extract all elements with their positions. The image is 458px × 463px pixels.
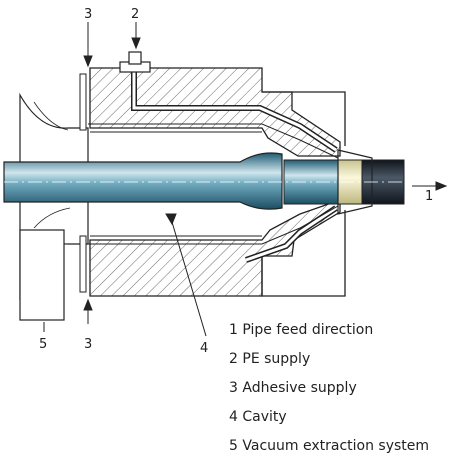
- callout-4: 4: [200, 341, 208, 356]
- adhesive-supply-plates: [79, 73, 339, 293]
- callout-3-bottom: 3: [84, 337, 92, 352]
- legend-item-vacuum-extraction-system: 5 Vacuum extraction system: [229, 432, 429, 461]
- callout-3-top: 3: [84, 7, 92, 22]
- legend-item-pe-supply: 2 PE supply: [229, 345, 429, 374]
- legend-text: Adhesive supply: [242, 380, 357, 396]
- legend-text: Vacuum extraction system: [242, 438, 430, 454]
- legend-number: 2: [229, 351, 238, 367]
- callout-2: 2: [131, 7, 139, 22]
- legend-text: Cavity: [242, 409, 287, 425]
- legend-number: 4: [229, 409, 238, 425]
- die-body-upper: [89, 51, 346, 157]
- legend-text: Pipe feed direction: [242, 322, 374, 338]
- callout-5: 5: [39, 337, 47, 352]
- leader-lines: [43, 22, 448, 337]
- callout-1: 1: [425, 189, 433, 204]
- legend-number: 3: [229, 380, 238, 396]
- legend-number: 1: [229, 322, 238, 338]
- legend-item-cavity: 4 Cavity: [229, 403, 429, 432]
- legend-number: 5: [229, 438, 238, 454]
- pipe: [3, 149, 405, 215]
- legend: 1 Pipe feed direction 2 PE supply 3 Adhe…: [229, 316, 429, 461]
- legend-item-adhesive-supply: 3 Adhesive supply: [229, 374, 429, 403]
- legend-text: PE supply: [242, 351, 311, 367]
- legend-item-pipe-feed-direction: 1 Pipe feed direction: [229, 316, 429, 345]
- die-body-lower: [89, 199, 346, 297]
- vacuum-extraction-funnel: [19, 92, 89, 321]
